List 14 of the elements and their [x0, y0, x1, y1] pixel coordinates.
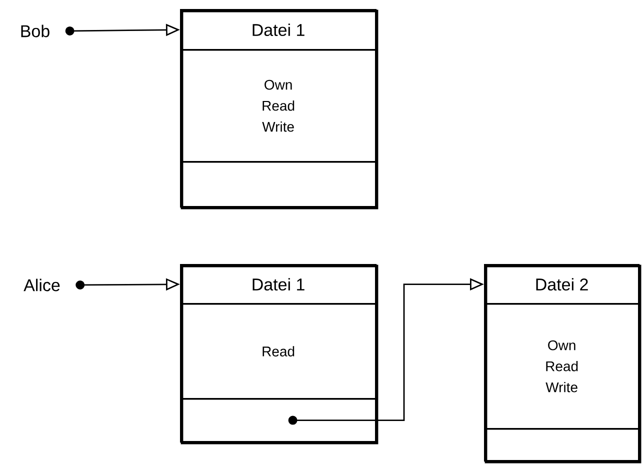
empty-cell — [180, 398, 377, 443]
header-cell: Datei 1 — [180, 264, 377, 305]
name-label: Bob — [21, 24, 50, 38]
rights-cell: Read — [180, 303, 377, 400]
rights-cell: Own Read Write — [484, 303, 640, 430]
empty-cell — [180, 161, 377, 208]
rights-cell: Own Read Write — [180, 49, 377, 163]
header-cell: Datei 1 — [180, 9, 377, 51]
header-cell: Datei 2 — [484, 264, 640, 305]
file-box — [180, 10, 378, 210]
empty-cell — [484, 428, 640, 462]
file-box — [484, 264, 642, 464]
name-label: Alice — [24, 278, 60, 292]
file-box — [180, 264, 378, 444]
